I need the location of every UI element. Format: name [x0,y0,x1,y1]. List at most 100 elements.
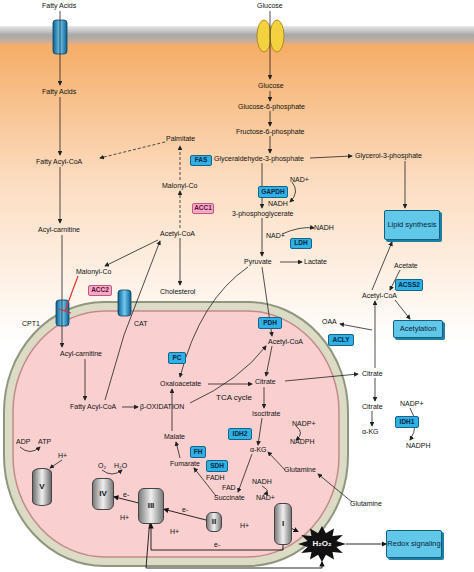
complex-symbol: V [32,468,52,506]
metabolite-label: CPT1 [22,320,40,327]
metabolite-label: Glucose-6-phosphate [238,103,305,110]
arrow [262,218,263,256]
enzyme-box: GAPDH [258,186,288,198]
metabolite-label: NADH [314,224,334,231]
metabolite-label: FADH [206,474,225,481]
arrow [20,447,40,452]
arrow [290,182,296,202]
node-text: IV [99,490,107,498]
cytoplasm [0,44,474,344]
metabolite-label: Fumarate [170,460,200,467]
arrow [318,474,352,502]
metabolite-label: Malonyl-Co [162,182,197,189]
complex-symbol: IV [92,478,114,510]
metabolite-label: NADPH [406,442,431,449]
metabolite-label: NADH [252,478,272,485]
metabolite-label: α-KG [362,428,379,435]
glucose-transporter [270,20,284,52]
arrow [62,235,63,347]
metabolite-label: H+ [58,452,67,459]
node-text: ACLY [332,337,349,344]
arrow [270,91,271,101]
edge-label: e- [123,491,129,498]
metabolite-label: ATP [38,438,51,445]
edge-label: e- [214,541,220,548]
enzyme-box: LDH [290,238,312,249]
arrow [238,454,252,492]
arrow [340,324,372,330]
metabolite-label: Succinate [214,494,245,501]
metabolite-label: Acetyl-CoA [160,230,195,237]
metabolite-label: NAD+ [266,232,285,239]
metabolite-label: Glutamine [284,466,316,473]
glucose-transporter [257,20,271,52]
arrow [268,452,285,470]
proton-arrow [50,460,62,468]
metabolite-label: Citrate [362,403,383,410]
arrow [270,111,271,126]
node-text: III [148,502,155,510]
node-text: Acetylation [400,325,437,333]
metabolite-label: 3-phosphoglycerate [232,210,294,217]
arrow [270,136,271,153]
node-text: H₂O₂ [312,540,331,548]
arrow [208,384,252,385]
electron-flow-arrow [346,544,386,545]
metabolite-label: Fatty Acids [42,88,76,95]
arrow [102,470,122,474]
node-text: I [282,520,284,528]
arrow [375,301,376,368]
metabolite-label: H+ [240,522,249,529]
metabolite-label: TCA cycle [216,394,252,402]
metabolite-label: β-OXIDATION [140,403,184,410]
arrow [60,167,61,223]
metabolite-label: CAT [134,320,147,327]
node-text: LDH [294,240,307,247]
starburst-shape [298,526,346,562]
metabolite-label: H+ [170,528,179,535]
cat-transporter [118,290,131,316]
metabolite-label: ADP [16,438,30,445]
enzyme-box: FAS [190,155,212,166]
metabolite-label: Fructose-6-phosphate [236,128,304,135]
node-text: SDH [210,463,224,470]
arrow [264,387,265,408]
cell-membrane [0,26,474,44]
node-text: Lipid synthesis [387,221,436,229]
arrow [176,442,180,458]
arrow [310,156,352,158]
metabolite-label: Pyruvate [244,258,272,265]
metabolite-label: Acetyl-CoA [362,292,397,299]
arrow [85,359,86,400]
arrow [266,346,272,376]
metabolite-label: Acyl-carnitine [60,350,102,357]
arrow [258,418,262,445]
node-text: GAPDH [261,189,284,196]
node-text: FAS [195,157,208,164]
process-box: Redox signaling [386,530,442,558]
metabolite-label: Fatty Acyl-CoA [36,158,82,165]
metabolite-label: NAD+ [290,176,309,183]
metabolite-label: H+ [120,514,129,521]
starburst-node: H₂O₂ [298,526,346,562]
metabolite-label: FAD [222,484,236,491]
arrow [282,228,314,234]
arrow [180,267,248,377]
metabolite-label: H₂O [114,462,127,469]
arrow [372,242,392,290]
enzyme-box: SDH [206,460,228,472]
arrow [285,374,358,381]
arrow [296,426,301,440]
arrow [262,486,268,494]
enzyme-box: IDH1 [395,416,419,428]
arrow [180,238,181,285]
metabolite-label: NADH [268,200,288,207]
metabolite-label: Malonyl-Co [76,268,111,275]
metabolite-label: Fatty Acyl-CoA [70,403,116,410]
complex-symbol: II [206,512,222,532]
node-text: IDH1 [400,419,415,426]
metabolite-label: Glutamine [350,500,382,507]
enzyme-box: PC [168,352,186,364]
arrow [60,97,61,155]
